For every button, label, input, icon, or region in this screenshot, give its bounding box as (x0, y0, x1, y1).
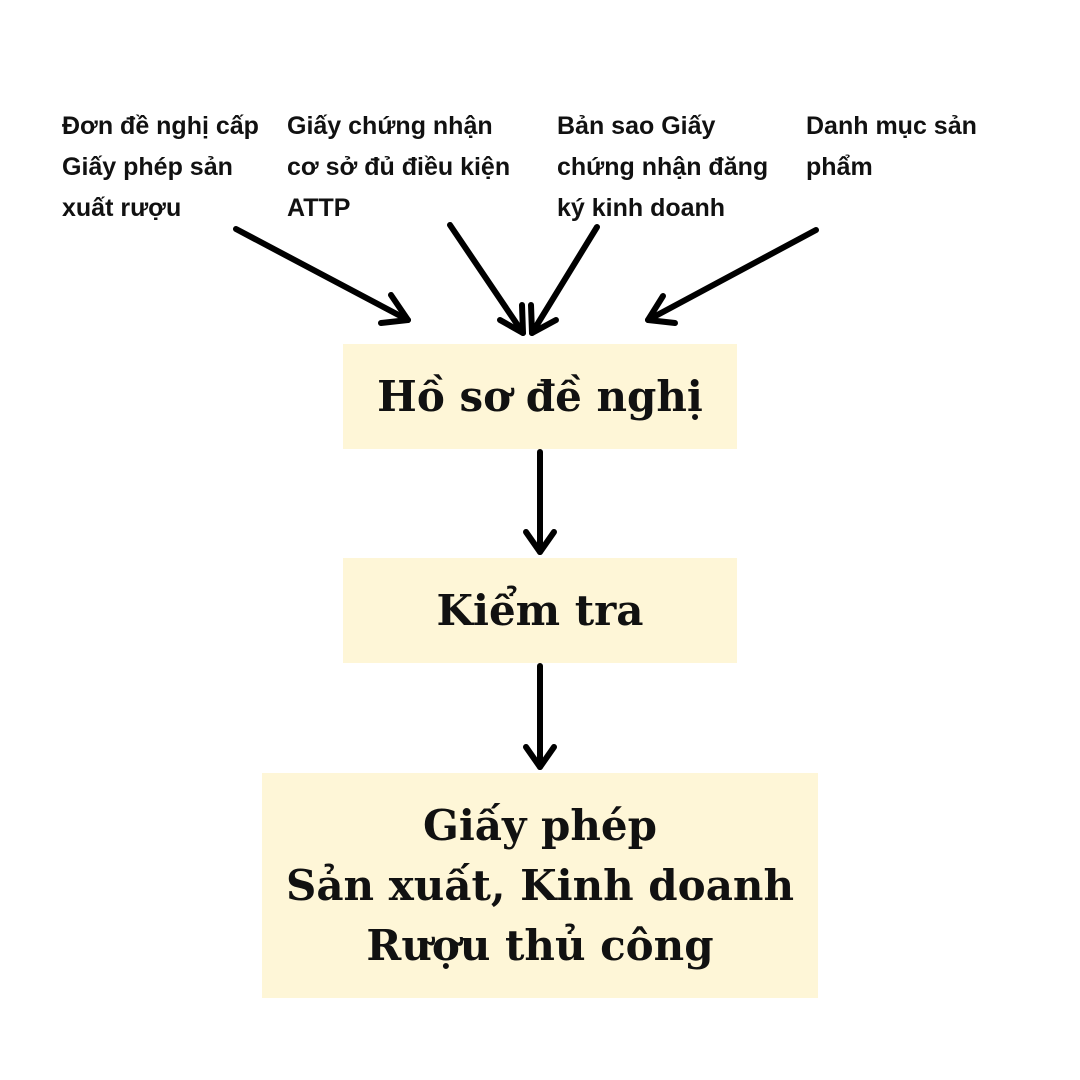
license-result-box: Giấy phép Sản xuất, Kinh doanh Rượu thủ … (262, 773, 818, 998)
arrow-application-to-review (523, 449, 557, 555)
input-label-application-form: Đơn đề nghị cấp Giấy phép sản xuất rượu (62, 112, 259, 222)
license-result-line: Sản xuất, Kinh doanh (286, 860, 794, 910)
license-result-line: Giấy phép (422, 800, 658, 850)
license-result-line: Rượu thủ công (366, 920, 714, 970)
application-dossier-box: Hồ sơ đề nghị (343, 344, 737, 449)
arrow-from-product-list (645, 227, 819, 326)
arrow-from-application-form (233, 226, 411, 326)
arrow-review-to-result (523, 663, 557, 770)
application-dossier-label: Hồ sơ đề nghị (377, 372, 703, 421)
review-box: Kiểm tra (343, 558, 737, 663)
input-label-food-safety-certificate: Giấy chứng nhận cơ sở đủ điều kiện ATTP (287, 112, 511, 222)
review-label: Kiểm tra (436, 586, 644, 635)
input-label-business-registration-copy: Bản sao Giấy chứng nhận đăng ký kinh doa… (557, 112, 769, 222)
arrow-from-food-safety-certificate (447, 222, 526, 336)
arrow-from-business-registration-copy (528, 224, 600, 336)
input-label-product-list: Danh mục sản phẩm (806, 112, 977, 181)
